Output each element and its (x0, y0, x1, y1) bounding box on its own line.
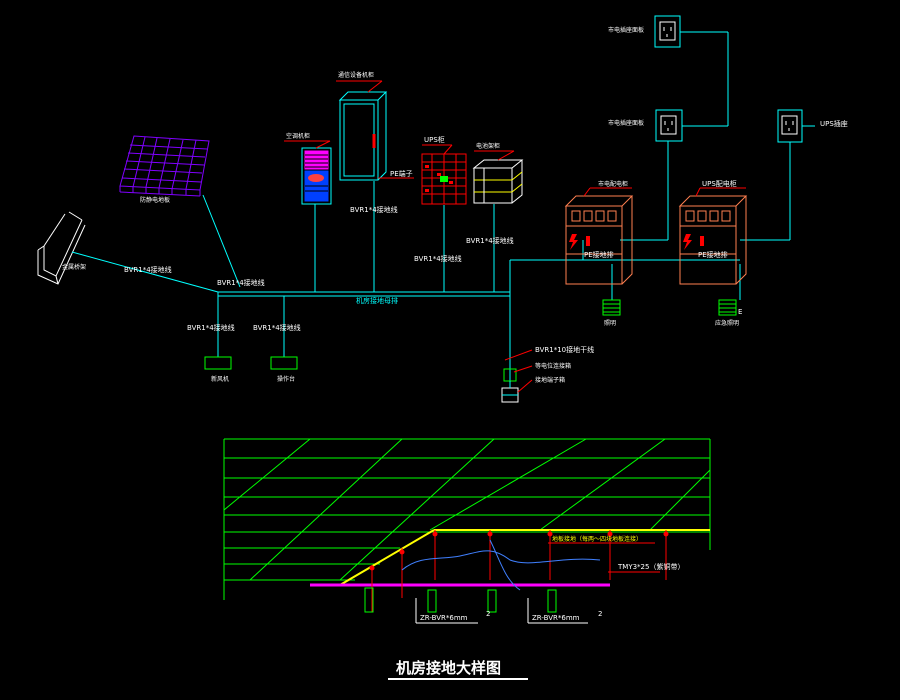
zr-label-1: ZR-BVR*6mm (420, 614, 468, 622)
ac-cabinet-symbol (301, 147, 332, 205)
pe-bar2-label: PE接地排 (698, 250, 728, 259)
n-label-2: 2 (598, 610, 602, 618)
bvr-label-f: BVR1*4接地线 (187, 323, 235, 332)
floor-panel-label: 防静电地板 (140, 196, 170, 204)
device-1-lighting (602, 299, 621, 316)
mains-distribution-cabinet (564, 195, 634, 285)
e-mark: E (738, 308, 742, 316)
ups-cabinet-symbol (421, 153, 467, 205)
tmy-label: TMY3*25（紫铜带） (617, 562, 684, 571)
bvr-label-a: BVR1*4接地线 (124, 265, 172, 274)
device-4 (270, 356, 298, 370)
ground-boxes (501, 349, 533, 403)
cable-tray-symbol (37, 211, 86, 285)
ups-distribution-cabinet (678, 195, 748, 285)
device-3 (204, 356, 232, 370)
device3-label: 新风机 (211, 375, 229, 383)
pe-bar1-label: PE接地排 (584, 250, 614, 259)
floor-pedestals (369, 530, 669, 612)
outlet-1 (654, 15, 681, 48)
pedestal-feet (364, 587, 557, 613)
raised-floor-grid (223, 438, 711, 600)
outlet2-label: 市电插座面板 (608, 119, 644, 127)
box1-label: 等电位连接箱 (535, 362, 571, 370)
pe-terminal-label: PE端子 (390, 169, 413, 178)
ac-cabinet-label: 空调机柜 (286, 132, 310, 140)
floor-ground-label: 地板接地（每两～四块地板连接） (552, 535, 642, 543)
device2-label: 应急照明 (715, 319, 739, 327)
rack-cabinet-label: 通信设备机柜 (338, 71, 374, 79)
outlet1-label: 市电插座面板 (608, 26, 644, 34)
bvr-label-g: BVR1*4接地线 (253, 323, 301, 332)
outlet3-label: UPS插座 (820, 119, 848, 128)
ground-bus-label: 机房接地母排 (356, 296, 398, 305)
bvr-label-c: BVR1*4接地线 (350, 205, 398, 214)
outlet-3-ups (777, 109, 803, 143)
battery-rack-symbol (472, 159, 524, 204)
device-2-emergency (718, 299, 737, 316)
device4-label: 操作台 (277, 375, 295, 383)
zr-label-2: ZR-BVR*6mm (532, 614, 580, 622)
bvr-label-b: BVR1*4接地线 (217, 278, 265, 287)
ups-cabinet-label: UPS柜 (424, 135, 445, 144)
box2-label: 接地端子箱 (535, 376, 565, 384)
floor-panel-symbol (119, 135, 210, 197)
rack-cabinet-symbol (338, 91, 388, 181)
bvr-label-e: BVR1*4接地线 (466, 236, 514, 245)
diagram-title: 机房接地大样图 (396, 659, 501, 677)
device1-label: 照明 (604, 320, 616, 327)
bvr-label-d: BVR1*4接地线 (414, 254, 462, 263)
dist2-label: UPS配电柜 (702, 179, 737, 188)
outlet-2 (655, 109, 683, 142)
n-label-1: 2 (486, 610, 490, 618)
dist1-label: 市电配电柜 (598, 180, 628, 188)
trunk-label: BVR1*10接地干线 (535, 345, 594, 354)
battery-rack-label: 电池架柜 (476, 142, 500, 150)
cable-tray-label: 金属桥架 (62, 263, 86, 271)
